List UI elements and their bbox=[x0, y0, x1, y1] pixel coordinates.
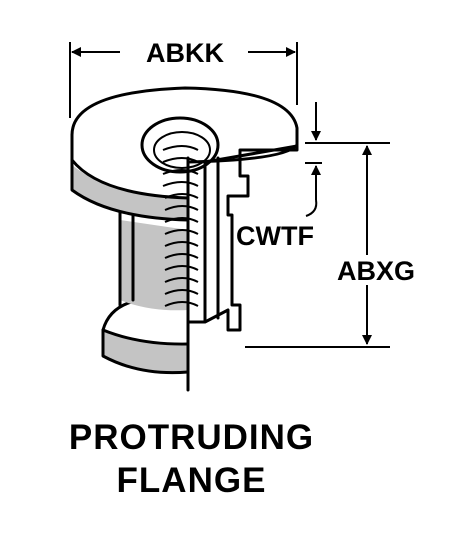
caption-line-1: PROTRUDING bbox=[68, 418, 315, 457]
cwtf-label: CWTF bbox=[236, 221, 314, 251]
shank bbox=[118, 210, 188, 311]
lower-flange bbox=[101, 298, 190, 375]
caption-line-2: FLANGE bbox=[116, 461, 267, 500]
cwtf-dimension: CWTF bbox=[236, 102, 322, 251]
abxg-label: ABXG bbox=[337, 256, 415, 286]
section-cut bbox=[186, 144, 299, 392]
threaded-bore bbox=[140, 116, 220, 307]
upper-flange bbox=[70, 86, 299, 222]
abkk-label: ABKK bbox=[146, 38, 224, 68]
abkk-dimension: ABKK bbox=[69, 38, 298, 118]
cwtf-leader bbox=[305, 199, 318, 217]
abxg-dimension: ABXG bbox=[245, 142, 415, 348]
thread-lines bbox=[162, 145, 199, 307]
